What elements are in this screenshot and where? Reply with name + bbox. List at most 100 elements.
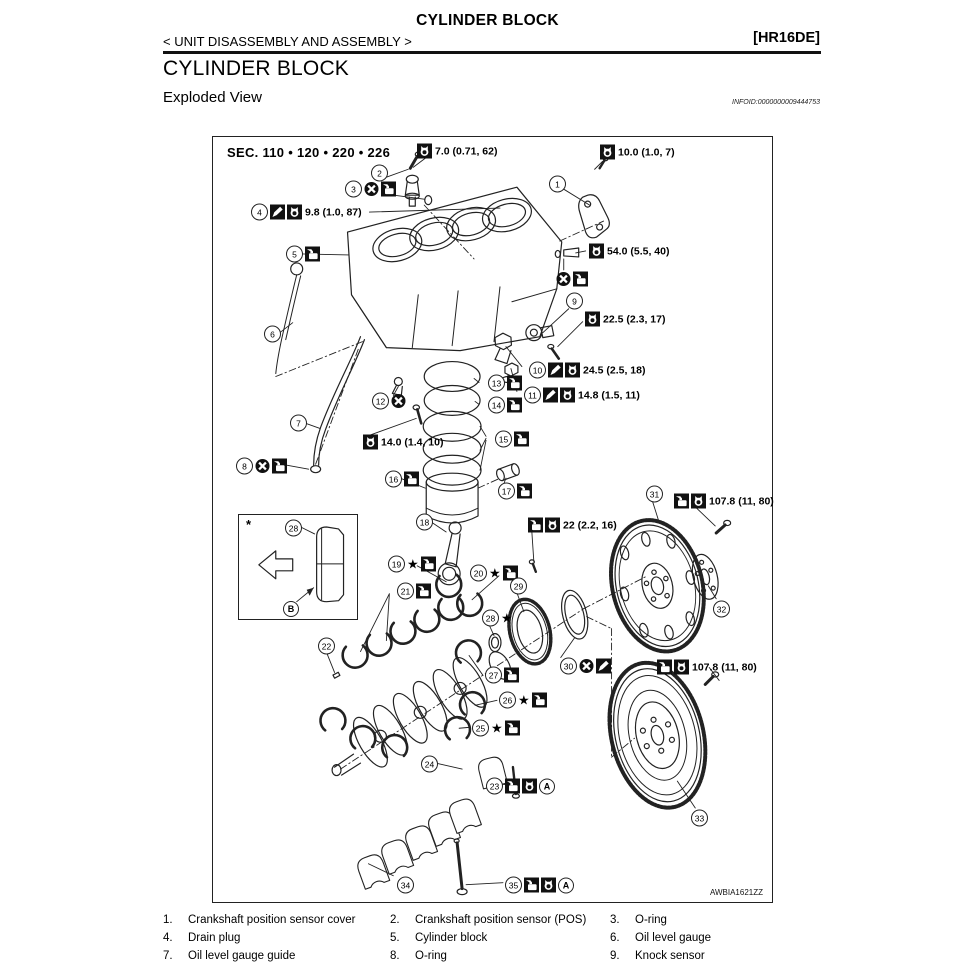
- legend-item: 4.Drain plug: [163, 932, 390, 944]
- engine-oil-icon: [502, 565, 518, 581]
- callout-13: 13: [488, 374, 522, 392]
- callout-22: 22: [318, 637, 335, 655]
- callout-17: 17: [498, 482, 532, 500]
- engine-oil-icon: [507, 397, 522, 413]
- callout-25: 25★: [472, 719, 520, 737]
- circled-letter-a-icon: A: [539, 778, 555, 794]
- callout-24: 24: [421, 755, 438, 773]
- callout-number: 17: [498, 482, 515, 500]
- torque-wrench-icon: [522, 778, 537, 794]
- torque-value: 9.8 (1.0, 87): [305, 206, 362, 218]
- selective-fit-star-icon: ★: [518, 692, 530, 708]
- subsection-heading: Exploded View: [163, 89, 262, 106]
- callout-number: 12: [372, 392, 389, 410]
- callout-number: 24: [421, 755, 438, 773]
- do-not-reuse-icon: [579, 659, 594, 673]
- callout-27: 27: [485, 666, 519, 684]
- legend-item-number: 1.: [163, 914, 173, 926]
- infoid-label: INFOID:0000000009444753: [732, 99, 820, 106]
- engine-oil-icon: [505, 778, 520, 794]
- engine-oil-icon: [517, 483, 532, 499]
- legend-item-number: 8.: [390, 950, 400, 962]
- callout-number: 15: [495, 430, 512, 448]
- liquid-gasket-icon: [270, 204, 285, 220]
- callout-29: 29: [510, 577, 527, 595]
- callout-number: 23: [486, 777, 503, 795]
- selective-fit-star-icon: ★: [407, 556, 419, 572]
- legend-item-number: 9.: [610, 950, 620, 962]
- callout-33: 33: [691, 809, 708, 827]
- torque-value: 22.5 (2.3, 17): [603, 313, 666, 325]
- callout-number: 6: [264, 325, 281, 343]
- torque-spec-label: 7.0 (0.71, 62): [417, 143, 497, 159]
- liquid-gasket-icon: [596, 658, 611, 674]
- legend-item-number: 7.: [163, 950, 173, 962]
- callout-1: 1: [549, 175, 566, 193]
- engine-oil-icon: [531, 692, 547, 708]
- engine-oil-icon: [674, 493, 689, 509]
- engine-oil-icon: [504, 720, 520, 736]
- legend-item-label: Cylinder block: [415, 932, 488, 944]
- torque-wrench-icon: [287, 204, 302, 220]
- callout-B: B: [283, 601, 299, 617]
- torque-wrench-icon: [545, 517, 560, 533]
- callout-28: 28★: [482, 609, 513, 627]
- callout-31: 31: [646, 485, 663, 503]
- callout-30: 30: [560, 657, 611, 675]
- selective-fit-star-icon: ★: [501, 610, 513, 626]
- callout-number: 28: [285, 519, 302, 537]
- legend-item-label: Oil level gauge: [635, 932, 712, 944]
- callout-number: 32: [713, 600, 730, 618]
- callout-number: 14: [488, 396, 505, 414]
- engine-oil-icon: [381, 181, 396, 197]
- torque-wrench-icon: [363, 434, 378, 450]
- legend-item: 7.Oil level gauge guide: [163, 950, 390, 962]
- legend-item: 1.Crankshaft position sensor cover: [163, 914, 390, 926]
- torque-wrench-icon: [589, 243, 604, 259]
- engine-oil-icon: [524, 877, 539, 893]
- selective-fit-star-icon: ★: [491, 720, 503, 736]
- callout-number: 26: [499, 691, 516, 709]
- engine-oil-icon: [272, 458, 287, 474]
- torque-spec-label: 10.0 (1.0, 7): [600, 144, 675, 160]
- torque-spec-label: 107.8 (11, 80): [657, 659, 757, 675]
- inset-asterisk-mark: *: [246, 517, 252, 532]
- engine-oil-icon: [404, 471, 419, 487]
- callout-number: 16: [385, 470, 402, 488]
- bearing-detail-inset-box: [238, 514, 358, 620]
- torque-value: 14.0 (1.4, 10): [381, 436, 444, 448]
- torque-wrench-icon: [600, 144, 615, 160]
- engine-oil-icon: [420, 556, 436, 572]
- legend-item-number: 5.: [390, 932, 400, 944]
- torque-value: 22 (2.2, 16): [563, 519, 617, 531]
- callout-number: 19: [388, 555, 405, 573]
- header-rule: [163, 51, 821, 54]
- callout-19: 19★: [388, 555, 436, 573]
- torque-spec-label: 22 (2.2, 16): [528, 517, 617, 533]
- legend-item: 8.O-ring: [390, 950, 610, 962]
- circled-letter-b-icon: B: [283, 601, 299, 617]
- engine-oil-icon: [507, 375, 522, 391]
- exploded-view-drawing: [258, 151, 732, 896]
- torque-wrench-icon: [565, 362, 580, 378]
- legend-item-label: Knock sensor: [635, 950, 705, 962]
- do-not-reuse-icon: [364, 182, 379, 196]
- torque-spec-label: 14.0 (1.4, 10): [363, 434, 444, 450]
- callout-number: 5: [286, 245, 303, 263]
- torque-wrench-icon: [585, 311, 600, 327]
- torque-wrench-icon: [674, 659, 689, 675]
- callout-number: 22: [318, 637, 335, 655]
- callout-9: 9: [566, 292, 583, 310]
- callout-7: 7: [290, 414, 307, 432]
- torque-value: 107.8 (11, 80): [709, 495, 774, 507]
- callout-number: 35: [505, 876, 522, 894]
- drawing-code: AWBIA1621ZZ: [709, 888, 763, 897]
- legend-item: 6.Oil level gauge: [610, 932, 823, 944]
- callout-8: 8: [236, 457, 287, 475]
- callout-21: 21: [397, 582, 431, 600]
- callout-number: 1: [549, 175, 566, 193]
